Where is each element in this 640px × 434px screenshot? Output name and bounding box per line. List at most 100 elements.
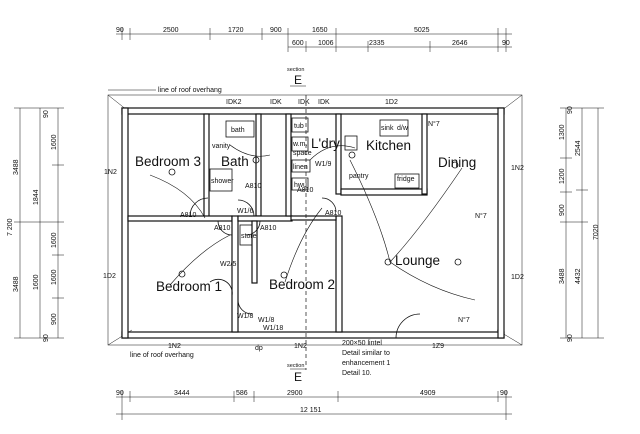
tag-1d2: 1D2 [511,274,524,281]
label-space: space [293,150,312,157]
section-letter-top: E [294,73,302,87]
doors [189,197,421,339]
wm-box [291,136,309,152]
tag-n7: N°7 [428,120,440,128]
dim-top: 5025 [414,27,430,34]
tag-w1-6: W1/6 [237,208,253,215]
tag-idk: IDK [270,99,282,106]
light-icon [178,270,186,278]
dim-left-inner: 1600 [51,269,58,285]
opening-tags: IDK2 IDK IDK IDK 1D2 N°7 N°7 N°7 1N2 1N2… [103,99,524,350]
light-icon [451,161,459,169]
tag-1n2: 1N2 [168,343,181,350]
dim-right-outer: 2544 [575,140,582,156]
tag-a810: A810 [260,225,276,232]
dim-left-mid: 1844 [33,189,40,205]
note-lintel: Detail similar to [342,350,390,357]
dim-left-mid: 1600 [33,274,40,290]
hwu-box [291,177,309,191]
dimensions-right: 1300 1200 900 3488 2544 7020 4432 90 90 [559,106,604,342]
dim-left-inner: 900 [51,313,58,325]
bathtub [225,120,255,138]
note-lintel: Detail 10. [342,370,372,377]
label-dw: d/w [397,125,409,132]
shower-tray [209,168,233,192]
room-bath: Bath [221,154,249,169]
label-fridge: fridge [397,176,415,183]
room-laundry: L'dry [311,136,340,151]
dim-top: 1650 [312,27,328,34]
tag-a810: A810 [297,187,313,194]
label-dp: dp [255,345,263,352]
room-bedroom2: Bedroom 2 [269,277,335,292]
note-roof-overhang: line of roof overhang [130,352,194,359]
dim-left-90: 90 [43,334,50,342]
dimensions-bottom: 90 3444 586 2900 4909 90 12 151 [116,390,512,420]
linen-box [291,159,311,173]
tub-box [291,117,309,133]
tag-a810: A810 [214,225,230,232]
label-bath: bath [231,127,245,134]
label-linen: linen [293,164,308,171]
dim-right-inner: 900 [559,204,566,216]
tag-idk: IDK [318,99,330,106]
dim-right-90: 90 [567,106,574,114]
dim-top-2: 1006 [318,40,334,47]
light-icon [454,258,462,266]
dim-top: 90 [116,27,124,34]
interior-walls [127,113,428,333]
label-tub: tub [294,123,304,130]
light-icon [348,151,356,159]
tag-w1-9: W1/9 [315,161,331,168]
dimensions-top: 90 2500 1720 900 1650 5025 90 600 1006 2… [116,27,512,52]
section-markers: section E section E [287,67,306,384]
dim-left: 3488 [13,159,20,175]
dim-right-inner: 1300 [559,124,566,140]
light-icon [168,168,176,176]
dim-right-inner: 3488 [559,268,566,284]
room-lounge: Lounge [395,253,440,268]
tag-w1-18: W1/18 [263,325,283,332]
dim-top-2: 600 [292,40,304,47]
dim-left: 3488 [13,276,20,292]
section-label-bottom: section [287,363,304,369]
dim-left: 7 200 [7,218,14,236]
dim-bottom: 3444 [174,390,190,397]
tag-1z9: 1Z9 [432,343,444,350]
label-pantry: pantry [349,173,369,180]
tag-1n2: 1N2 [511,165,524,172]
tag-1d2: 1D2 [385,99,398,106]
dim-top: 2500 [163,27,179,34]
dim-top-2: 2335 [369,40,385,47]
tag-n7: N°7 [458,316,470,324]
room-kitchen: Kitchen [366,138,411,153]
tag-idk2: IDK2 [226,99,242,106]
wm-space-box [344,135,358,151]
dim-top: 900 [270,27,282,34]
electrical-runs [149,95,476,370]
label-hwu: hwu [294,182,307,189]
tag-n7: N°7 [475,212,487,220]
dimensions-left: 3488 7 200 3488 1844 1600 1600 1600 1600… [7,107,64,342]
room-bedroom1: Bedroom 1 [156,279,222,294]
tag-a810: A810 [180,212,196,219]
fixtures [209,117,420,246]
dim-top-2: 2646 [452,40,468,47]
label-wm: w.m. [292,141,307,148]
tag-1d2: 1D2 [103,273,116,280]
tag-w1-8: W1/8 [258,317,274,324]
store-box [239,224,253,246]
tag-idk: IDK [298,99,310,106]
tag-1n2: 1N2 [104,169,117,176]
light-icon [280,271,288,279]
dim-top: 1720 [228,27,244,34]
tag-1n2: 1N2 [294,343,307,350]
exterior-walls [121,107,505,339]
room-dining: Dining [438,155,476,170]
note-lintel: 200×50 lintel [342,340,382,347]
dim-left-90: 90 [43,110,50,118]
label-store: store [241,233,257,240]
room-bedroom3: Bedroom 3 [135,154,201,169]
dim-bottom: 4909 [420,390,436,397]
